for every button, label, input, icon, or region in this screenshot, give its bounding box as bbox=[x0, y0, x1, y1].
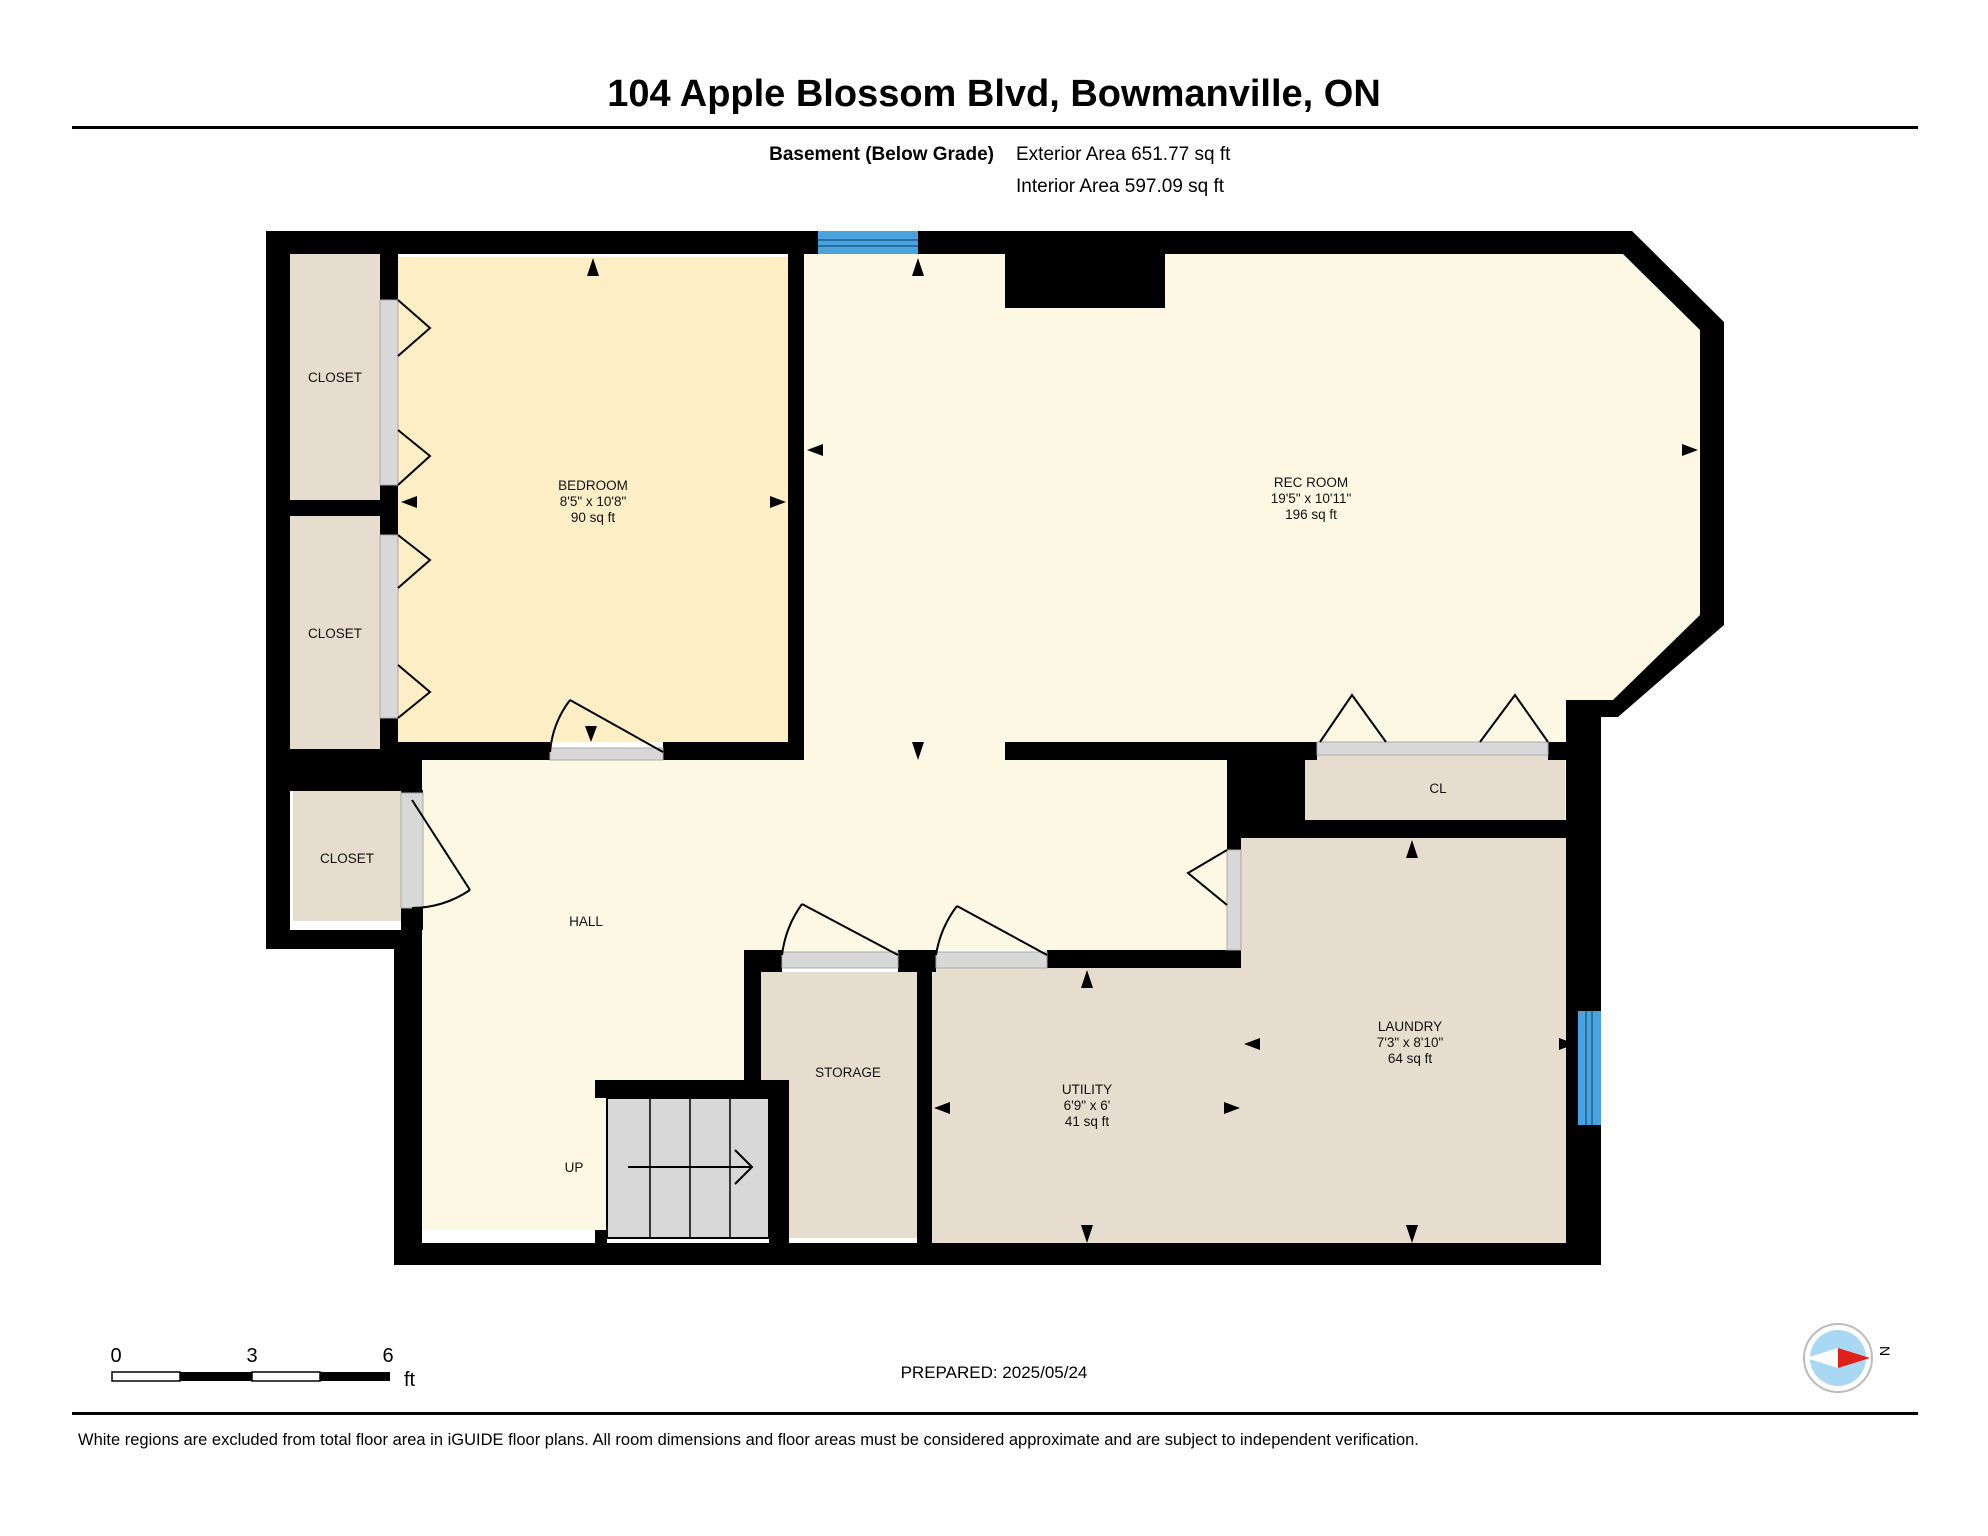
stairs bbox=[606, 1097, 770, 1239]
closet-3-floor bbox=[293, 790, 401, 921]
compass-icon: N bbox=[1803, 1323, 1893, 1393]
closet-3-label: CLOSET bbox=[320, 851, 374, 866]
utility-area: 41 sq ft bbox=[1065, 1114, 1110, 1129]
door-openings bbox=[379, 299, 1549, 969]
room-labels: CLOSET CLOSET CLOSET BEDROOM 8'5" x 10'8… bbox=[308, 370, 1447, 1175]
windows bbox=[818, 231, 1601, 1125]
scale-tick-6: 6 bbox=[382, 1345, 393, 1367]
laundry-area: 64 sq ft bbox=[1388, 1051, 1433, 1066]
closet-2-floor bbox=[290, 516, 380, 749]
utility-dims: 6'9" x 6' bbox=[1064, 1098, 1111, 1113]
outer-wall bbox=[266, 231, 1724, 1265]
footer-rule bbox=[72, 1412, 1918, 1415]
compass-label: N bbox=[1877, 1346, 1893, 1356]
disclaimer: White regions are excluded from total fl… bbox=[78, 1431, 1419, 1449]
scale-tick-3: 3 bbox=[246, 1345, 257, 1367]
closet-2-label: CLOSET bbox=[308, 626, 362, 641]
storage-label: STORAGE bbox=[815, 1065, 881, 1080]
window-top bbox=[818, 231, 918, 254]
header-rule bbox=[72, 126, 1918, 129]
hall-label: HALL bbox=[569, 914, 603, 929]
prepared-date: PREPARED: 2025/05/24 bbox=[901, 1363, 1088, 1382]
page-title: 104 Apple Blossom Blvd, Bowmanville, ON bbox=[607, 73, 1381, 115]
laundry-dims: 7'3" x 8'10" bbox=[1377, 1035, 1444, 1050]
interior-area: Interior Area 597.09 sq ft bbox=[1016, 176, 1225, 197]
closet-1-label: CLOSET bbox=[308, 370, 362, 385]
scale-unit: ft bbox=[404, 1369, 416, 1391]
utility-name: UTILITY bbox=[1062, 1082, 1112, 1097]
exterior-area: Exterior Area 651.77 sq ft bbox=[1016, 144, 1231, 165]
cl-floor bbox=[1305, 755, 1565, 820]
window-laundry bbox=[1578, 1011, 1601, 1125]
laundry-floor bbox=[1240, 838, 1576, 1245]
up-label: UP bbox=[565, 1160, 584, 1175]
rec-room-dims: 19'5" x 10'11" bbox=[1271, 491, 1352, 506]
bedroom-floor bbox=[398, 257, 788, 742]
scale-bar: 0 3 6 ft bbox=[110, 1345, 415, 1391]
rec-room-name: REC ROOM bbox=[1274, 475, 1348, 490]
bedroom-area: 90 sq ft bbox=[571, 510, 616, 525]
level-label: Basement (Below Grade) bbox=[769, 144, 994, 165]
utility-floor bbox=[932, 968, 1240, 1245]
rec-room-area: 196 sq ft bbox=[1285, 507, 1337, 522]
dimension-markers bbox=[401, 258, 1698, 1243]
door-swings bbox=[397, 299, 1549, 956]
cl-label: CL bbox=[1429, 781, 1447, 796]
closet-1-floor bbox=[290, 252, 380, 500]
scale-tick-0: 0 bbox=[110, 1345, 121, 1367]
bedroom-name: BEDROOM bbox=[558, 478, 628, 493]
bedroom-dims: 8'5" x 10'8" bbox=[560, 494, 627, 509]
laundry-name: LAUNDRY bbox=[1378, 1019, 1442, 1034]
